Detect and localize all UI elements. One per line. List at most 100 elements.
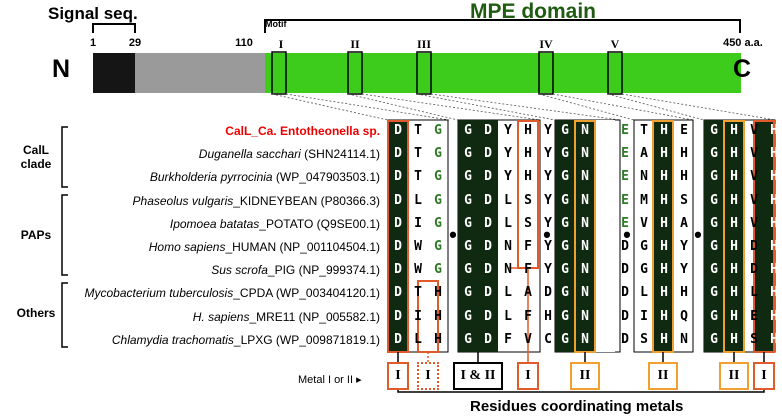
species-label: Homo sapiens_HUMAN (NP_001104504.1) [149,240,380,254]
residue: M [640,192,648,208]
residue: S [750,331,758,347]
species-name: Ipomoea batatas [169,216,260,231]
residue: S [524,215,532,231]
residue: H [730,239,738,254]
metal-box-2: I [417,362,439,390]
residue: G [561,123,569,138]
residue: D [750,239,758,254]
motif-V-label: V [610,37,620,51]
residue: N [680,331,688,347]
residue: D [394,146,402,162]
residue: N [581,146,589,162]
residue: H [730,192,738,208]
motif-label: Motif [265,19,287,29]
residue: L [504,192,512,208]
residue: D [394,262,402,278]
residue: D [484,239,492,254]
residue: G [464,239,472,254]
residue: D [394,285,402,301]
residue: Y [504,146,512,162]
residue: G [561,192,569,208]
residue: Y [680,262,688,278]
species-name: H. sapiens [192,309,250,324]
species-name: Phaseolus vulgaris [132,193,234,208]
residue: Q [680,308,688,324]
residue: D [484,285,492,301]
residue: H [770,239,778,254]
species-name: Chlamydia trachomatis [111,332,234,347]
residue: I [414,308,422,324]
species-label: Mycobacterium tuberculosis_CPDA (WP_0034… [85,286,381,300]
residue: G [464,262,472,278]
c-terminus: C [733,55,752,83]
residue: D [484,262,492,278]
residue: F [524,239,532,254]
residue: Y [544,215,552,231]
residue: E [750,308,758,324]
motif-III-label: III [416,37,432,51]
residue: D [394,215,402,231]
residue: N [581,285,589,301]
residue: N [504,262,512,278]
species-accession: _KIDNEYBEAN (P80366.3) [233,193,380,208]
residue: I [640,308,648,324]
residue: Y [544,192,552,208]
residue: G [464,169,472,185]
residue: H [601,146,609,162]
residue: E [621,169,629,185]
metal-box-1: I [387,362,409,390]
metal-box-4: I [517,362,539,390]
species-name: Mycobacterium tuberculosis [84,286,234,301]
residue: T [640,123,648,138]
residue: D [544,285,552,301]
metal-box-6: II [648,362,678,390]
residue: Y [544,146,552,162]
residue: G [710,215,718,231]
residue: G [640,239,648,254]
residue: Y [544,169,552,185]
residue: G [710,262,718,278]
clade-call: CalL clade [20,143,52,171]
residue: H [730,308,738,324]
residue: H [730,285,738,301]
residue: G [561,308,569,324]
separator-dot: • [623,222,631,247]
residue: H [770,331,778,347]
residue: G [464,146,472,162]
residue: H [770,308,778,324]
residue: H [524,169,532,185]
species-label: Chlamydia trachomatis_LPXG (WP_009871819… [112,333,380,347]
residue: H [434,331,442,347]
residue: N [581,262,589,278]
mpe-domain-label: MPE domain [470,0,597,23]
residue: T [414,285,422,301]
species-accession: _POTATO (Q9SE00.1) [259,216,380,231]
species-name: Duganella sacchari [198,147,301,162]
residue: G [464,285,472,301]
residue: H [770,285,778,301]
mpe-segment [265,53,741,93]
species-label: H. sapiens_MRE11 (NP_005582.1) [193,310,380,324]
residue: G [464,331,472,347]
residue: Y [504,169,512,185]
residue: E [621,123,629,138]
residue: H [730,215,738,231]
linker-segment [135,53,265,93]
residue: G [710,192,718,208]
residue: Y [544,239,552,254]
species-label: Duganella sacchari (SHN24114.1) [199,147,380,161]
residue: W [414,262,422,278]
residue: G [561,169,569,185]
residue: N [504,239,512,254]
residue: D [394,239,402,254]
residue: G [561,262,569,278]
metal-label: Metal I or II ▸ [298,374,362,386]
residue: G [710,308,718,324]
species-label: Ipomoea batatas_POTATO (Q9SE00.1) [170,217,380,231]
species-label: CalL_Ca. Entotheonella sp. [225,124,380,138]
metal-box-3: I & II [453,362,503,390]
residue: G [561,239,569,254]
species-label: Burkholderia pyrrocinia (WP_047903503.1) [150,170,380,184]
species-accession: _CPDA (WP_003404120.1) [233,286,380,301]
